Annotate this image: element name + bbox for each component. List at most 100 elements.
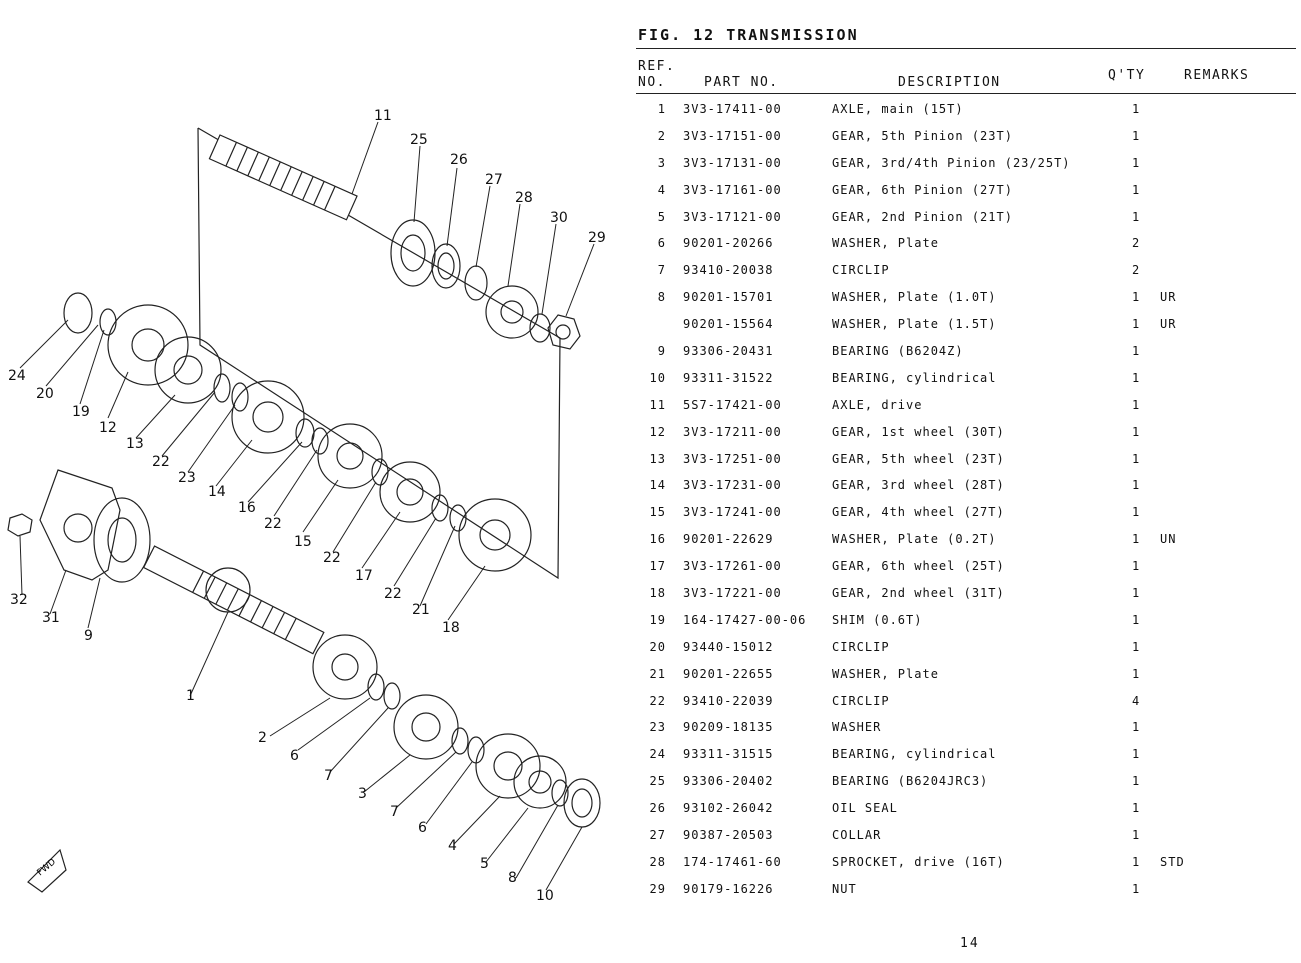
description-cell: GEAR, 6th wheel (25T) — [832, 559, 1005, 574]
part-no-cell: 93311-31522 — [683, 370, 774, 385]
remarks-cell: UN — [1160, 532, 1177, 547]
description-cell: SHIM (0.6T) — [832, 612, 923, 627]
callout-21: 21 — [412, 602, 430, 618]
description-cell: WASHER, Plate — [832, 236, 939, 251]
description-cell: GEAR, 2nd wheel (31T) — [832, 586, 1005, 601]
description-cell: WASHER, Plate (1.0T) — [832, 290, 997, 305]
table-row: 20 93440-15012 CIRCLIP 1 — [636, 640, 1296, 667]
part-no-cell: 93311-31515 — [683, 747, 774, 762]
callout-18: 18 — [442, 620, 460, 636]
ref-cell: 8 — [657, 290, 666, 305]
callout-7b: 7 — [390, 804, 399, 820]
qty-cell: 1 — [1132, 801, 1141, 816]
description-cell: GEAR, 2nd Pinion (21T) — [832, 209, 1013, 224]
page-number: 14 — [960, 936, 980, 951]
description-cell: WASHER, Plate — [832, 666, 939, 681]
qty-cell: 1 — [1132, 128, 1141, 143]
callout-22b: 22 — [264, 516, 282, 532]
qty-cell: 1 — [1132, 451, 1141, 466]
ref-cell: 12 — [649, 424, 666, 439]
qty-cell: 2 — [1132, 263, 1141, 278]
qty-cell: 1 — [1132, 182, 1141, 197]
part-no-cell: 93306-20402 — [683, 774, 774, 789]
ref-cell: 18 — [649, 586, 666, 601]
callout-3: 3 — [358, 786, 367, 802]
part-no-cell: 3V3-17411-00 — [683, 102, 782, 116]
part-no-cell: 3V3-17241-00 — [683, 505, 782, 520]
table-header: REF. NO. PART NO. DESCRIPTION Q'TY REMAR… — [636, 49, 1296, 93]
ref-cell: 2 — [657, 128, 666, 143]
part-no-cell: 93410-22039 — [683, 693, 774, 708]
ref-cell: 25 — [649, 774, 666, 789]
description-cell: GEAR, 5th Pinion (23T) — [832, 128, 1013, 143]
part-no-cell: 93410-20038 — [683, 263, 774, 278]
qty-cell: 1 — [1132, 881, 1141, 896]
part-no-cell: 164-17427-00-06 — [683, 612, 807, 627]
part-no-cell: 3V3-17221-00 — [683, 586, 782, 601]
description-cell: GEAR, 3rd wheel (28T) — [832, 478, 1005, 493]
ref-cell: 6 — [657, 236, 666, 251]
qty-cell: 1 — [1132, 478, 1141, 493]
ref-cell: 20 — [649, 639, 666, 654]
callout-15: 15 — [294, 534, 312, 550]
callout-25: 25 — [410, 132, 428, 148]
figure-title: FIG. 12 TRANSMISSION — [638, 26, 859, 44]
description-cell: BEARING (B6204Z) — [832, 344, 964, 359]
part-no-cell: 90201-15701 — [683, 290, 774, 305]
callout-23: 23 — [178, 470, 196, 486]
remarks-cell: STD — [1160, 854, 1185, 869]
qty-cell: 1 — [1132, 720, 1141, 735]
qty-cell: 1 — [1132, 532, 1141, 547]
part-no-cell: 3V3-17231-00 — [683, 478, 782, 493]
part-no-cell: 174-17461-60 — [683, 854, 782, 869]
qty-cell: 4 — [1132, 693, 1141, 708]
callout-31: 31 — [42, 610, 60, 626]
header-description: DESCRIPTION — [898, 75, 1001, 90]
qty-cell: 1 — [1132, 639, 1141, 654]
header-qty: Q'TY — [1108, 68, 1146, 83]
callout-22c: 22 — [323, 550, 341, 566]
part-no-cell: 90201-22655 — [683, 666, 774, 681]
transmission-drawing: 11 25 26 27 28 30 29 24 20 19 12 13 22 2… — [7, 108, 606, 904]
qty-cell: 1 — [1132, 155, 1141, 170]
ref-cell: 9 — [657, 344, 666, 359]
description-cell: GEAR, 6th Pinion (27T) — [832, 182, 1013, 197]
callout-7a: 7 — [324, 768, 333, 784]
ref-cell: 1 — [657, 102, 666, 116]
callout-5: 5 — [480, 856, 489, 872]
callout-22d: 22 — [384, 586, 402, 602]
ref-cell: 19 — [649, 612, 666, 627]
remarks-cell: UR — [1160, 290, 1177, 305]
exploded-parts-diagram: 11 25 26 27 28 30 29 24 20 19 12 13 22 2… — [0, 100, 640, 930]
callout-13: 13 — [126, 436, 144, 452]
description-cell: AXLE, drive — [832, 397, 923, 412]
part-no-cell: 93440-15012 — [683, 639, 774, 654]
qty-cell: 1 — [1132, 424, 1141, 439]
header-ref-no: REF. NO. — [638, 59, 676, 90]
callout-32: 32 — [10, 592, 28, 608]
description-cell: SPROCKET, drive (16T) — [832, 854, 1005, 869]
part-no-cell: 3V3-17161-00 — [683, 182, 782, 197]
description-cell: CIRCLIP — [832, 639, 890, 654]
qty-cell: 1 — [1132, 854, 1141, 869]
ref-cell: 26 — [649, 801, 666, 816]
fwd-label: FWD — [36, 857, 59, 878]
ref-cell: 3 — [657, 155, 666, 170]
part-no-cell: 90201-15564 — [683, 317, 774, 332]
description-cell: CIRCLIP — [832, 693, 890, 708]
part-no-cell: 3V3-17151-00 — [683, 128, 782, 143]
